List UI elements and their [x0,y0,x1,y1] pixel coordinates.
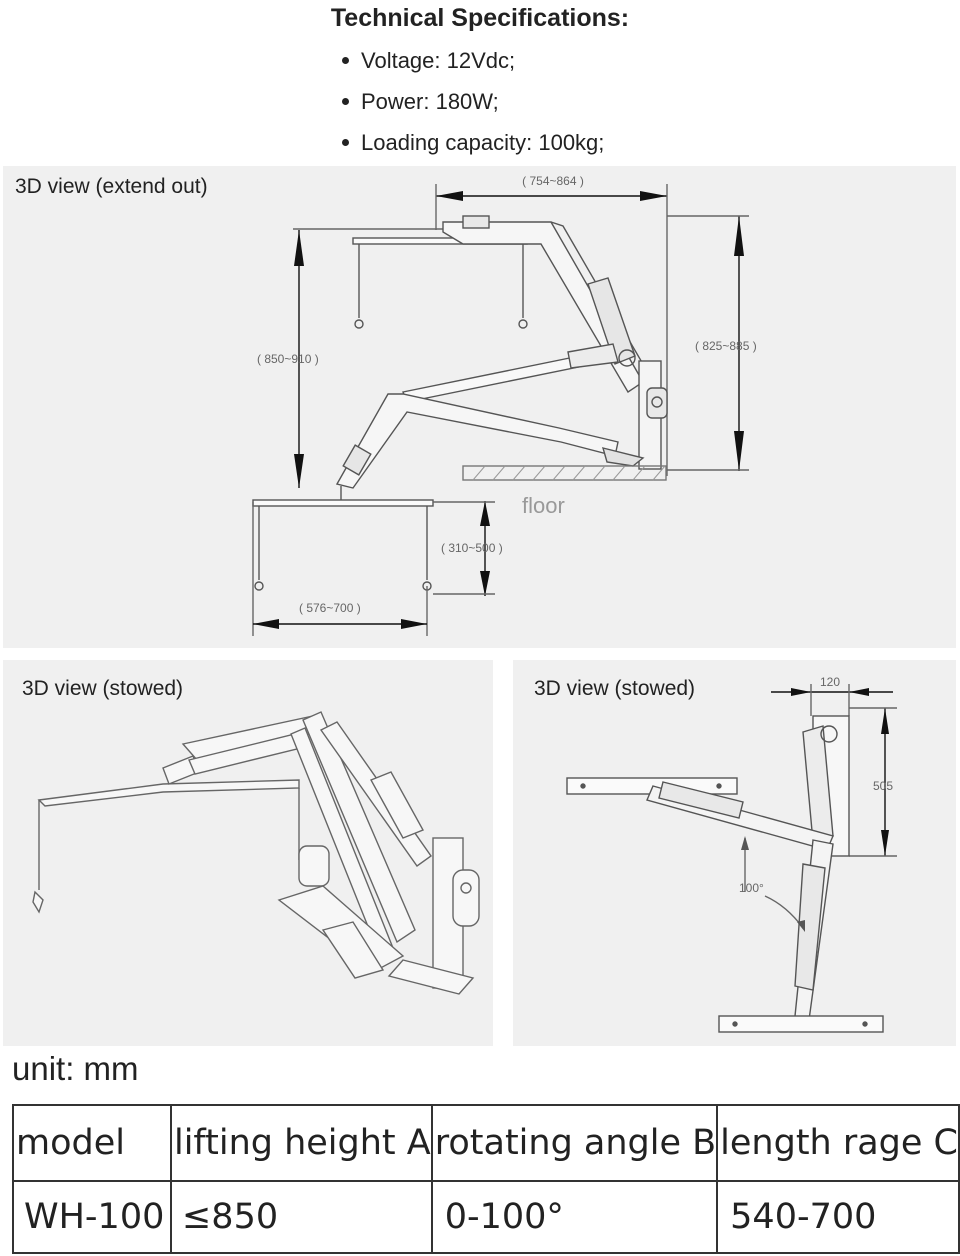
stowed-view-left-panel: 3D view (stowed) [3,660,493,1046]
table-cell: WH-100 [12,1180,172,1254]
dim-height-right-label: ( 825~885 ) [695,339,757,353]
stowed-view-left-title: 3D view (stowed) [22,677,184,700]
specs-heading: Technical Specifications: [330,4,630,32]
stowed-view-left-drawing [32,711,480,995]
extend-view-title: 3D view (extend out) [15,175,208,198]
stowed-view-right-title: 3D view (stowed) [534,677,696,700]
header-cell: rotating angle B [430,1104,719,1182]
dim-width-label: ( 754~864 ) [522,174,584,188]
table-row: WH-100 ≤850 0-100° 540-700 [12,1180,960,1254]
dim-side-label: 505 [873,779,893,793]
stowed-view-right-panel: 3D view (stowed) [513,660,956,1046]
table-cell: 540-700 [716,1180,960,1254]
spec-power: Power: 180W; [342,85,604,126]
header-cell: length rage C [716,1104,960,1182]
bullet-icon [342,138,349,146]
dim-top-label: 120 [820,675,840,689]
dim-bottom-width-label: ( 576~700 ) [299,601,361,615]
header-cell: lifting height A [169,1104,433,1182]
header-cell: model [12,1104,172,1182]
table-cell: 0-100° [430,1180,719,1254]
dim-bottom-height-label: ( 310~500 ) [441,541,503,555]
bullet-icon [342,97,349,105]
spec-table: model lifting height A rotating angle B … [12,1104,960,1254]
dim-height-left-label: ( 850~910 ) [257,352,319,366]
floor-label: floor [522,493,565,518]
specs-list: Voltage: 12Vdc; Power: 180W; Loading cap… [342,44,604,167]
spec-loading-capacity: Loading capacity: 100kg; [342,126,604,167]
table-cell: ≤850 [169,1180,433,1254]
table-header-row: model lifting height A rotating angle B … [12,1104,960,1182]
stowed-view-right-drawing: 120 505 100° [566,675,897,1033]
unit-label: unit: mm [12,1050,139,1087]
spec-voltage: Voltage: 12Vdc; [342,44,604,85]
angle-label: 100° [739,881,764,895]
extend-view-drawing: ( 754~864 ) ( 850~910 ) ( 825~885 ) ( 31… [252,174,757,636]
extend-view-panel: 3D view (extend out) [3,166,956,648]
bullet-icon [342,56,349,64]
